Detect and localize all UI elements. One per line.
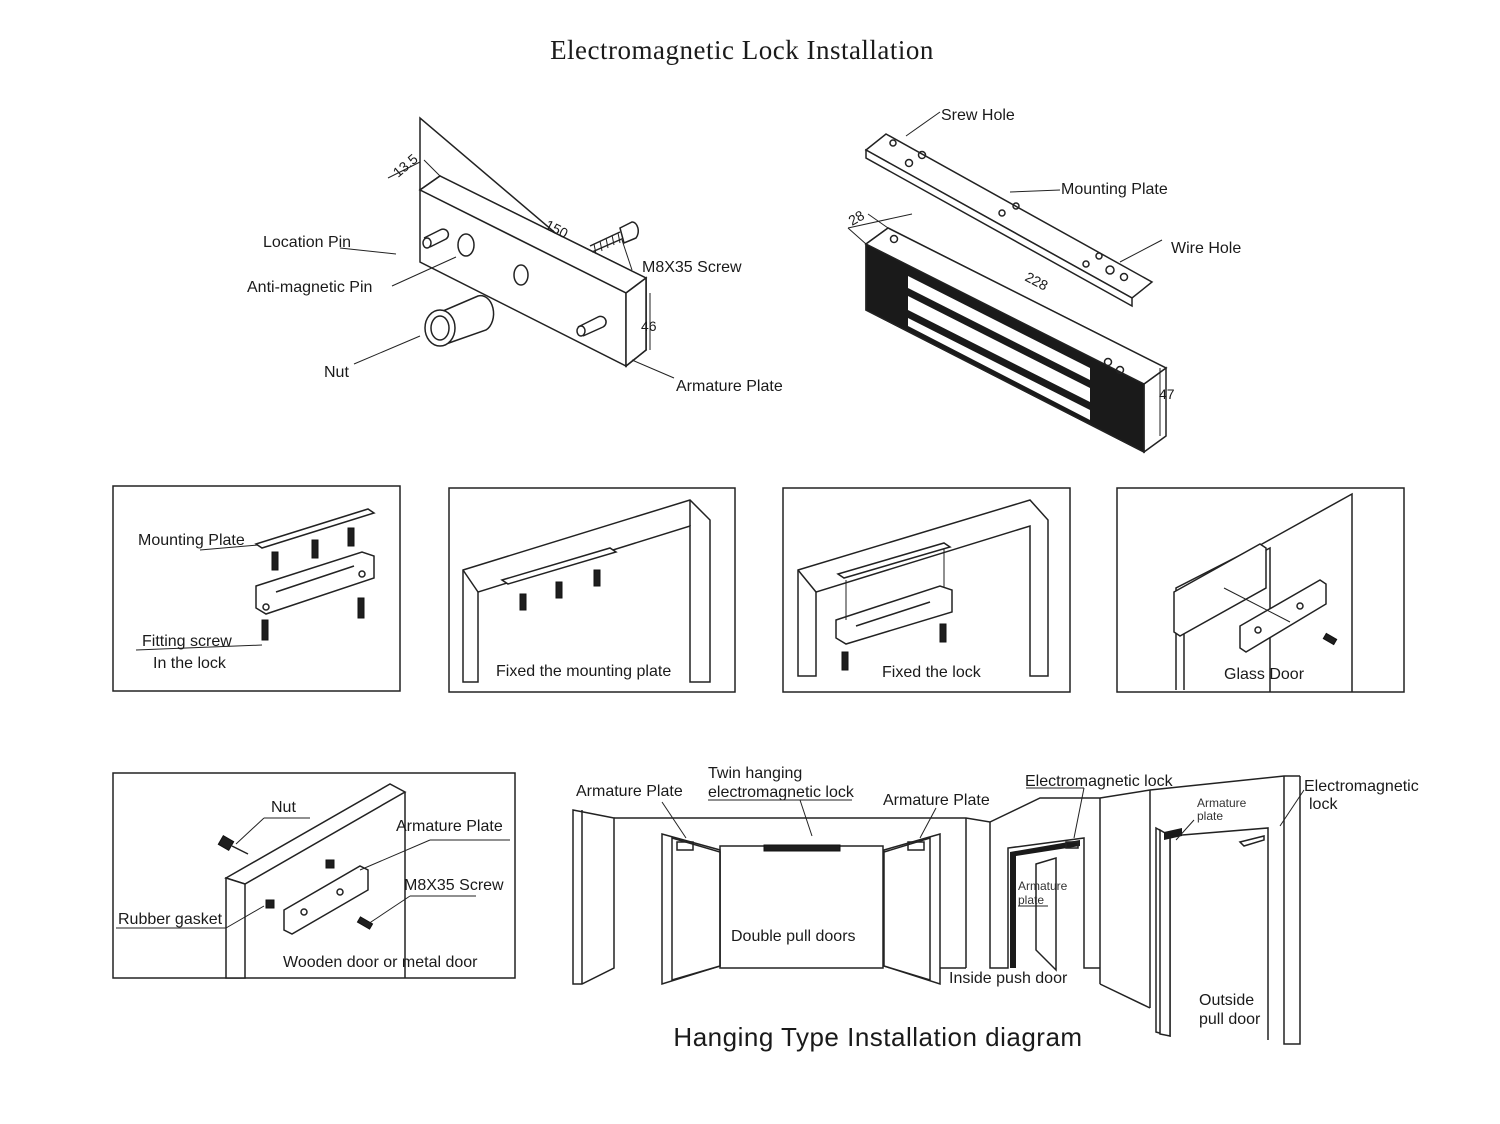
- dim-lock-depth: 28: [846, 207, 868, 229]
- hang-label-em-lock2-1: Electromagnetic: [1304, 778, 1419, 795]
- label-screw: M8X35 Screw: [642, 259, 742, 276]
- hang-label-twin-lock-1: Twin hanging: [708, 765, 802, 782]
- step3-caption: Fixed the lock: [882, 664, 982, 681]
- door-caption: Wooden door or metal door: [283, 954, 478, 971]
- label-screw-hole: Srew Hole: [941, 107, 1015, 124]
- hang-label-outside-pull-1: Outside: [1199, 992, 1254, 1009]
- door-label-armature-plate: Armature Plate: [396, 818, 503, 835]
- dim-lock-height: 47: [1159, 386, 1175, 402]
- dim-lock-length: 228: [1023, 269, 1051, 294]
- hanging-type-diagram: Armature Plate Twin hanging electromagne…: [572, 765, 1419, 1052]
- door-label-nut: Nut: [271, 799, 296, 816]
- step1-caption-mounting-plate: Mounting Plate: [138, 532, 245, 549]
- hang-label-em-lock: Electromagnetic lock: [1025, 773, 1174, 790]
- door-label-rubber-gasket: Rubber gasket: [118, 911, 223, 928]
- sheet-title: Electromagnetic Lock Installation: [550, 35, 934, 65]
- step-panel-1: Mounting Plate Fitting screw In the lock: [112, 485, 401, 692]
- armature-plate-drawing: 13.5 150 46 Location Pin Anti-magnetic P…: [247, 116, 783, 395]
- hang-label-armature-small-1a: Armature: [1018, 879, 1068, 893]
- step-panel-4: Glass Door: [1116, 487, 1405, 693]
- door-label-screw: M8X35 Screw: [404, 877, 504, 894]
- hang-label-armature-small-1b: plate: [1018, 893, 1044, 907]
- label-anti-magnetic-pin: Anti-magnetic Pin: [247, 279, 372, 296]
- step1-caption-fitting-screw: Fitting screw: [142, 633, 232, 650]
- door-installation-panel: Nut Armature Plate M8X35 Screw Rubber ga…: [112, 772, 516, 979]
- step4-caption: Glass Door: [1224, 666, 1305, 683]
- hang-label-outside-pull-2: pull door: [1199, 1011, 1261, 1028]
- hang-label-armature-right: Armature Plate: [883, 792, 990, 809]
- label-mounting-plate: Mounting Plate: [1061, 181, 1168, 198]
- anti-magnetic-pin-icon: [576, 315, 607, 337]
- screw-icon: [589, 221, 639, 255]
- electromagnetic-lock-drawing: 28 228 47 Srew Hole Mounting Plate Wire …: [846, 107, 1241, 454]
- hang-label-armature-small-2a: Armature: [1197, 796, 1247, 810]
- label-nut: Nut: [324, 364, 349, 381]
- hang-label-armature-left: Armature Plate: [576, 783, 683, 800]
- dim-armature-depth: 13.5: [390, 150, 421, 180]
- hang-label-armature-small-2b: plate: [1197, 809, 1223, 823]
- step1-caption-in-lock: In the lock: [153, 655, 227, 672]
- location-pin-icon: [422, 228, 450, 249]
- hang-label-double-doors: Double pull doors: [731, 928, 856, 945]
- nut-icon: [424, 294, 495, 347]
- hang-label-twin-lock-2: electromagnetic lock: [708, 784, 855, 801]
- label-location-pin: Location Pin: [263, 234, 351, 251]
- hang-label-inside-push: Inside push door: [949, 970, 1068, 987]
- label-wire-hole: Wire Hole: [1171, 240, 1241, 257]
- step-panel-2: Fixed the mounting plate: [448, 487, 736, 693]
- step2-caption: Fixed the mounting plate: [496, 663, 671, 680]
- step-panel-3: Fixed the lock: [782, 487, 1071, 693]
- dim-armature-height: 46: [641, 318, 657, 334]
- hang-label-em-lock2-2: lock: [1309, 796, 1338, 813]
- label-armature-plate: Armature Plate: [676, 378, 783, 395]
- hanging-diagram-title: Hanging Type Installation diagram: [673, 1022, 1082, 1052]
